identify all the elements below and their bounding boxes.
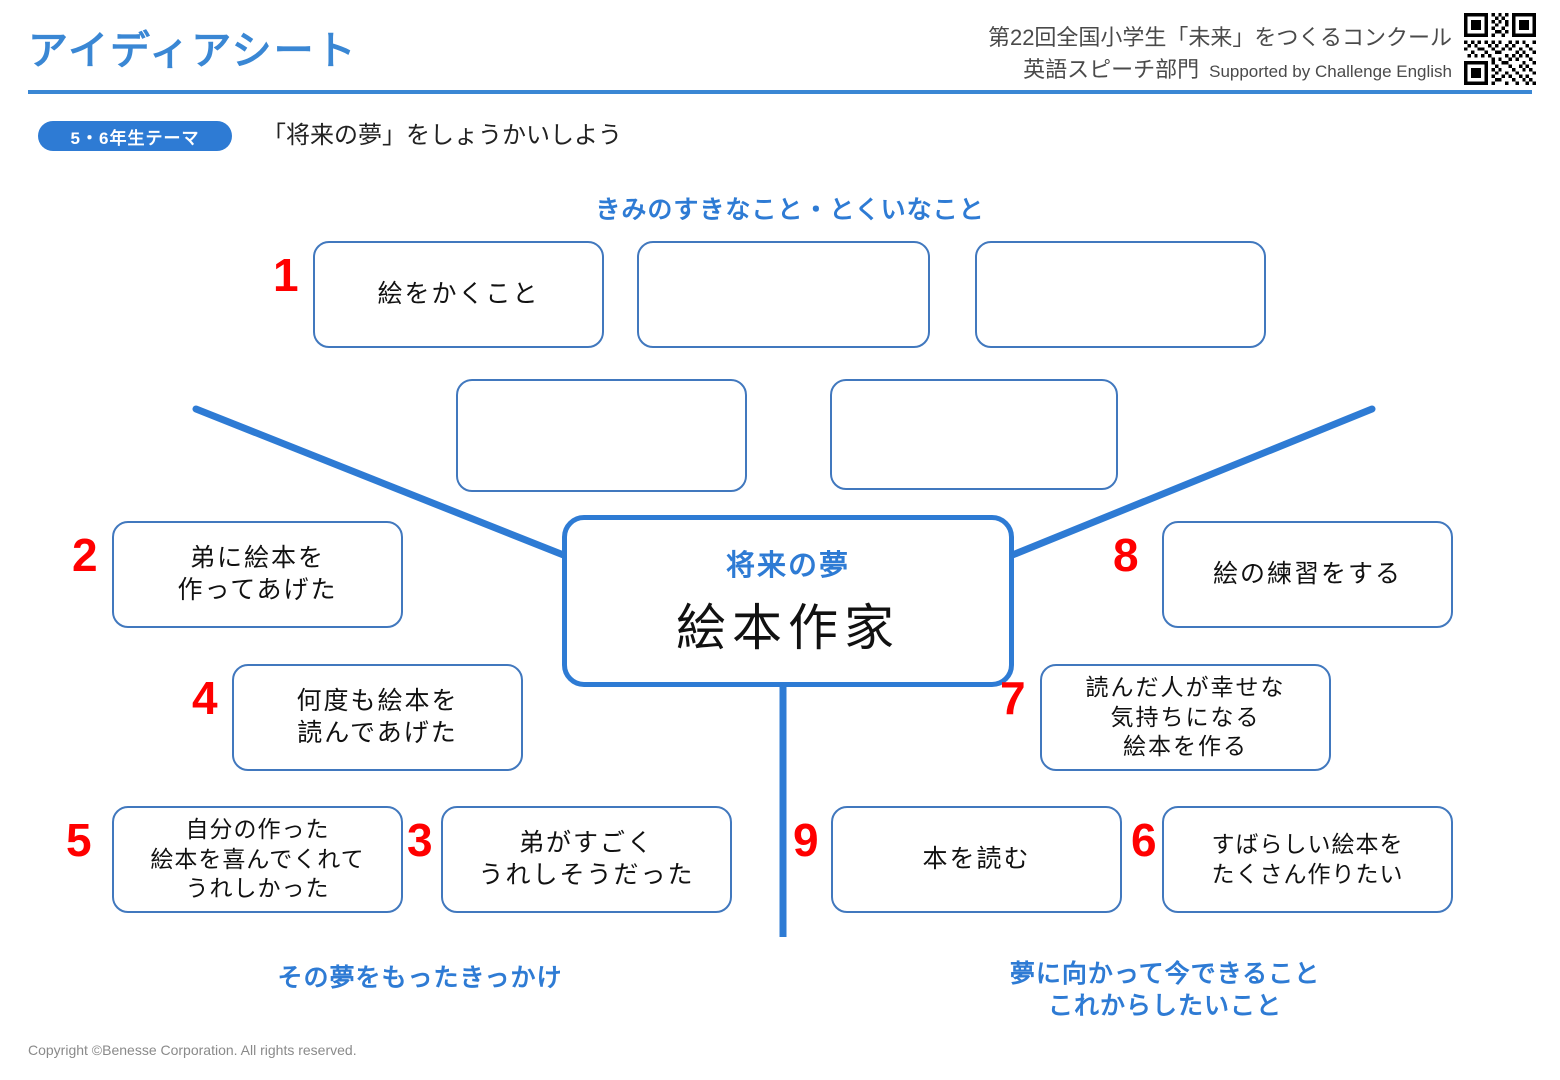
grade-theme-badge: 5・6年生テーマ [38,121,232,151]
idea-box-trigger-2[interactable]: 弟に絵本を 作ってあげた [112,521,403,628]
idea-box-future-6[interactable]: すばらしい絵本を たくさん作りたい [1162,806,1453,913]
order-number-3: 3 [407,814,433,866]
caption-future: 夢に向かって今できること これからしたいこと [1009,960,1321,1020]
order-number-9: 9 [793,814,819,866]
caption-likes: きみのすきなこと・とくいなこと [595,196,985,224]
dream-value: 絵本作家 [676,600,900,656]
contest-info: 第22回全国小学生「未来」をつくるコンクール 英語スピーチ部門 Supported… [988,22,1452,86]
contest-supported-by: Supported by Challenge English [1209,61,1452,81]
center-dream-box[interactable]: 将来の夢 絵本作家 [562,515,1014,687]
contest-division: 英語スピーチ部門 [1023,56,1200,82]
contest-name: 第22回全国小学生「未来」をつくるコンクール [987,25,1452,50]
idea-box-future-9[interactable]: 本を読む [831,806,1122,913]
idea-box-like-4[interactable] [456,379,747,492]
idea-box-trigger-4[interactable]: 何度も絵本を 読んであげた [232,664,523,771]
order-number-5: 5 [66,814,92,866]
dream-label: 将来の夢 [725,550,850,582]
order-number-8: 8 [1113,529,1139,581]
caption-trigger: その夢をもったきっかけ [277,964,563,992]
idea-box-trigger-3[interactable]: 弟がすごく うれしそうだった [441,806,732,913]
order-number-6: 6 [1131,814,1157,866]
theme-statement: 「将来の夢」をしょうかいしよう [262,122,622,149]
copyright-notice: Copyright ©Benesse Corporation. All righ… [28,1042,357,1058]
idea-box-like-5[interactable] [830,379,1118,490]
order-number-4: 4 [192,672,218,724]
qr-code-icon[interactable] [1462,13,1538,85]
idea-box-like-2[interactable] [637,241,930,348]
idea-box-future-8[interactable]: 絵の練習をする [1162,521,1453,628]
idea-box-like-1[interactable]: 絵をかくこと [313,241,604,348]
idea-box-like-3[interactable] [975,241,1266,348]
order-number-2: 2 [72,529,98,581]
order-number-7: 7 [1000,672,1026,724]
order-number-1: 1 [273,249,299,301]
page-title: アイディアシート [28,29,358,73]
idea-box-trigger-5[interactable]: 自分の作った 絵本を喜んでくれて うれしかった [112,806,403,913]
idea-box-future-7[interactable]: 読んだ人が幸せな 気持ちになる 絵本を作る [1040,664,1331,771]
contest-division-line: 英語スピーチ部門 Supported by Challenge English [988,54,1452,86]
header-divider [28,90,1532,94]
